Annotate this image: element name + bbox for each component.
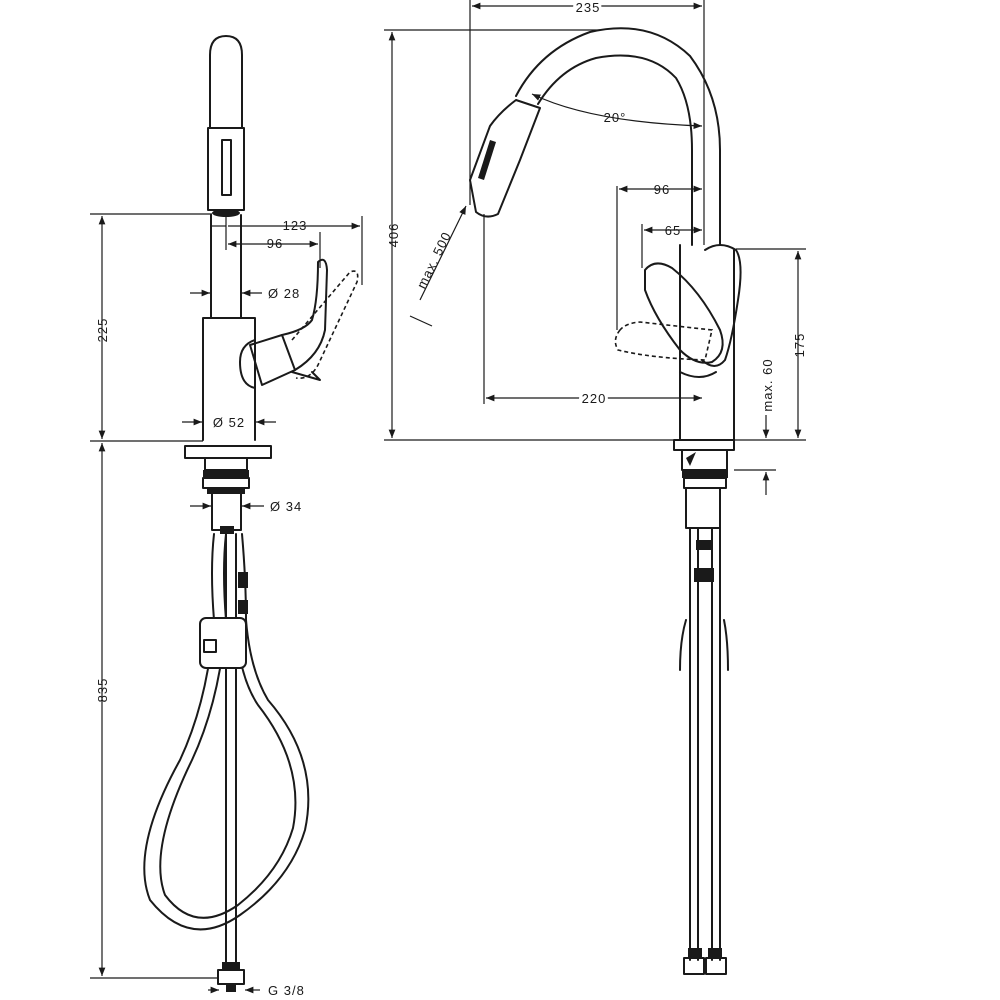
dim-thread-g38: G 3/8 (268, 983, 305, 998)
dim-height-175: 175 (792, 333, 807, 358)
side-handle (239, 258, 359, 389)
front-shank (685, 487, 721, 529)
side-shank (211, 493, 242, 531)
dim-reach-220: 220 (582, 391, 607, 406)
dim-hose-835: 835 (95, 678, 110, 703)
front-supply-fittings (683, 540, 727, 975)
front-body (679, 244, 735, 441)
dim-offset-65: 65 (665, 223, 681, 238)
dim-height-406: 406 (386, 223, 401, 248)
dim-width-235: 235 (576, 0, 601, 15)
side-spout-tube (210, 214, 242, 319)
dim-diameter-52: Ø 52 (213, 415, 245, 430)
dim-pullout-max500: max. 500 (414, 229, 454, 291)
side-supply-line (225, 533, 237, 966)
side-bottom-fitting (217, 962, 245, 992)
front-deck-plate (673, 439, 735, 489)
front-gooseneck-spout (515, 27, 721, 246)
side-spout-head (207, 35, 245, 217)
side-deck-plate (184, 445, 272, 494)
dim-deck-max60: max. 60 (760, 358, 775, 411)
front-dimensions: 235 406 max. 500 20° 96 65 220 (384, 0, 807, 495)
front-view: 235 406 max. 500 20° 96 65 220 (384, 0, 807, 975)
front-supply-lines (689, 527, 721, 961)
side-hose-loop (143, 533, 310, 931)
front-handle (614, 244, 742, 367)
dim-diameter-28: Ø 28 (268, 286, 300, 301)
dim-diameter-34: Ø 34 (270, 499, 302, 514)
dim-offset-96: 96 (654, 182, 670, 197)
dim-height-225: 225 (95, 318, 110, 343)
side-hose-weight (199, 572, 248, 669)
front-spray-head (469, 99, 541, 218)
dim-angle-20deg: 20° (604, 110, 627, 125)
dim-reach-123: 123 (283, 218, 308, 233)
side-body (202, 317, 256, 441)
side-view: 225 835 123 96 Ø 28 Ø 52 (90, 35, 363, 998)
side-shank-nut (220, 526, 234, 534)
side-dimensions: 225 835 123 96 Ø 28 Ø 52 (90, 213, 363, 998)
dim-reach-96: 96 (267, 236, 283, 251)
